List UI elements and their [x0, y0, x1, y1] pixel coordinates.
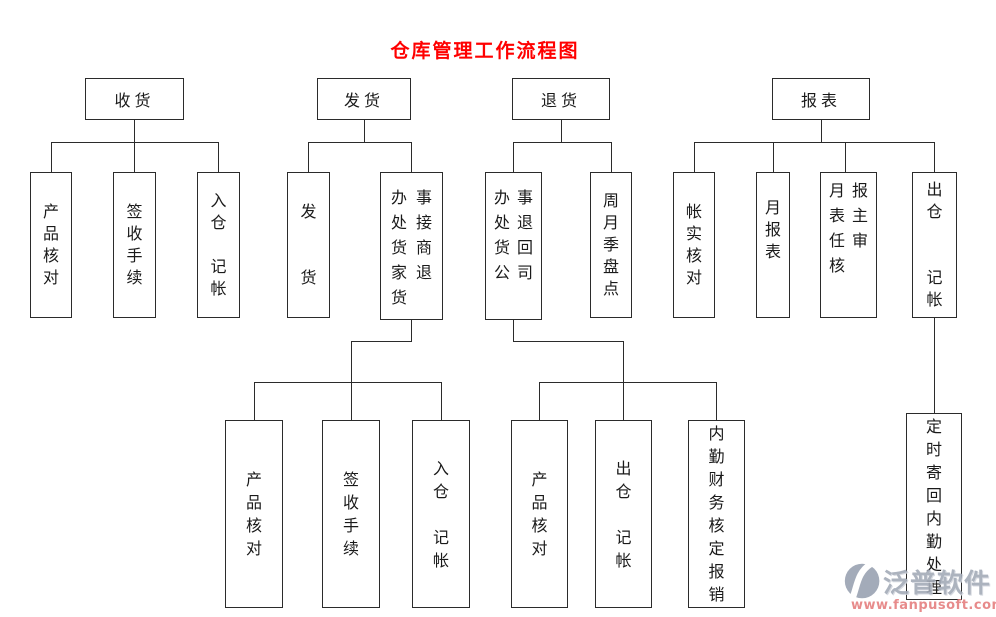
- connector-line: [513, 142, 514, 172]
- node-ship-warehouse-in-bookkeeping: 入 仓 记 帐: [412, 420, 470, 608]
- node-account-reality-check: 帐 实 核 对: [673, 172, 715, 318]
- connector-line: [411, 320, 412, 341]
- node-stocktake-week-month-quarter: 周 月 季 盘 点: [590, 172, 632, 318]
- node-warehouse-out-bookkeeping: 出 仓 记 帐: [912, 172, 957, 318]
- connector-line: [539, 382, 717, 383]
- connector-line: [351, 341, 412, 342]
- connector-line: [51, 142, 52, 172]
- connector-line: [254, 382, 442, 383]
- node-monthly-report: 月 报 表: [756, 172, 790, 318]
- fanpu-logo-icon: [843, 560, 883, 602]
- watermark: 泛普软件 www.fanpusoft.com: [843, 560, 996, 616]
- connector-line: [694, 142, 934, 143]
- connector-line: [821, 120, 822, 142]
- node-report: 报表: [772, 78, 870, 120]
- node-ship: 发货: [317, 78, 411, 120]
- node-office-return-to-company: 办事 处退 货回 公司: [485, 172, 542, 320]
- connector-line: [539, 382, 540, 420]
- node-receive-warehouse-in-bookkeeping: 入 仓 记 帐: [197, 172, 240, 318]
- connector-line: [934, 142, 935, 172]
- connector-line: [611, 142, 612, 172]
- connector-line: [513, 320, 514, 341]
- node-receive-product-check: 产 品 核 对: [30, 172, 72, 318]
- watermark-url: www.fanpusoft.com: [851, 598, 996, 613]
- node-receive: 收货: [85, 78, 184, 120]
- connector-line: [351, 341, 352, 420]
- node-monthly-report-supervisor-audit: 月报 表主 任审 核: [820, 172, 877, 318]
- connector-line: [441, 382, 442, 420]
- node-return-warehouse-out-bookkeeping: 出 仓 记 帐: [595, 420, 652, 608]
- node-ship-goods: 发 货: [287, 172, 330, 318]
- connector-line: [561, 120, 562, 142]
- node-ship-sign-procedure: 签 收 手 续: [322, 420, 380, 608]
- connector-line: [308, 142, 309, 172]
- connector-line: [308, 142, 412, 143]
- connector-line: [254, 382, 255, 420]
- connector-line: [845, 142, 846, 172]
- connector-line: [623, 341, 624, 420]
- connector-line: [773, 142, 774, 172]
- connector-line: [934, 318, 935, 413]
- connector-line: [716, 382, 717, 420]
- connector-line: [51, 142, 219, 143]
- page-title: 仓库管理工作流程图: [390, 40, 580, 62]
- node-office-receive-merchant-returns: 办事 处接 货商 家退 货: [380, 172, 443, 320]
- connector-line: [411, 142, 412, 172]
- node-ship-product-check: 产 品 核 对: [225, 420, 283, 608]
- node-return: 退货: [512, 78, 610, 120]
- connector-line: [218, 142, 219, 172]
- connector-line: [694, 142, 695, 172]
- node-receive-sign-procedure: 签 收 手 续: [113, 172, 156, 318]
- watermark-brand: 泛普软件: [883, 568, 992, 599]
- node-mail-back-to-backoffice: 定 时 寄 回 内 勤 处 理: [906, 413, 962, 600]
- connector-line: [134, 142, 135, 172]
- connector-line: [513, 142, 612, 143]
- connector-line: [513, 341, 624, 342]
- connector-line: [134, 120, 135, 142]
- node-backoffice-finance-reimbursement: 内 勤 财 务 核 定 报 销: [688, 420, 745, 608]
- connector-line: [364, 120, 365, 142]
- node-return-product-check: 产 品 核 对: [511, 420, 568, 608]
